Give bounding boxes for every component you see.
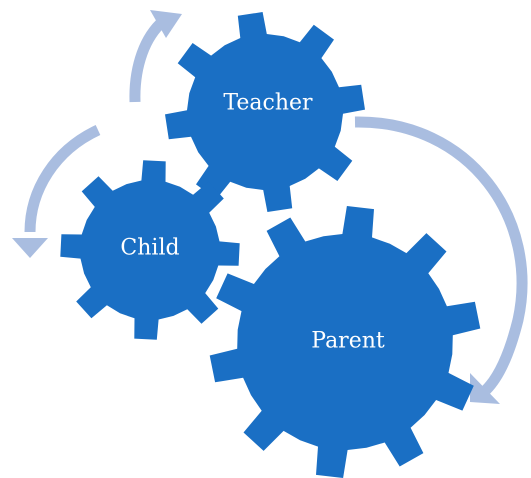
gear-label-child: Child — [120, 236, 179, 261]
arrowhead-top — [150, 10, 182, 38]
arrow-to-child — [24, 125, 101, 233]
gear-label-parent: Parent — [311, 329, 385, 354]
gear-teacher-shape — [165, 12, 365, 212]
gear-child-shape — [60, 160, 240, 340]
arrow-heads — [12, 10, 500, 404]
arrowhead-child — [12, 238, 48, 258]
gear-parent — [209, 206, 481, 478]
gear-parent-shape — [209, 206, 481, 478]
cycle-arrows — [24, 20, 528, 394]
arrow-upward — [129, 20, 165, 103]
arrowhead-parent — [470, 373, 500, 404]
gear-label-teacher: Teacher — [223, 91, 313, 116]
gear-teacher — [165, 12, 365, 212]
arrow-teacher-to-parent — [354, 116, 528, 394]
gear-child — [60, 160, 240, 340]
